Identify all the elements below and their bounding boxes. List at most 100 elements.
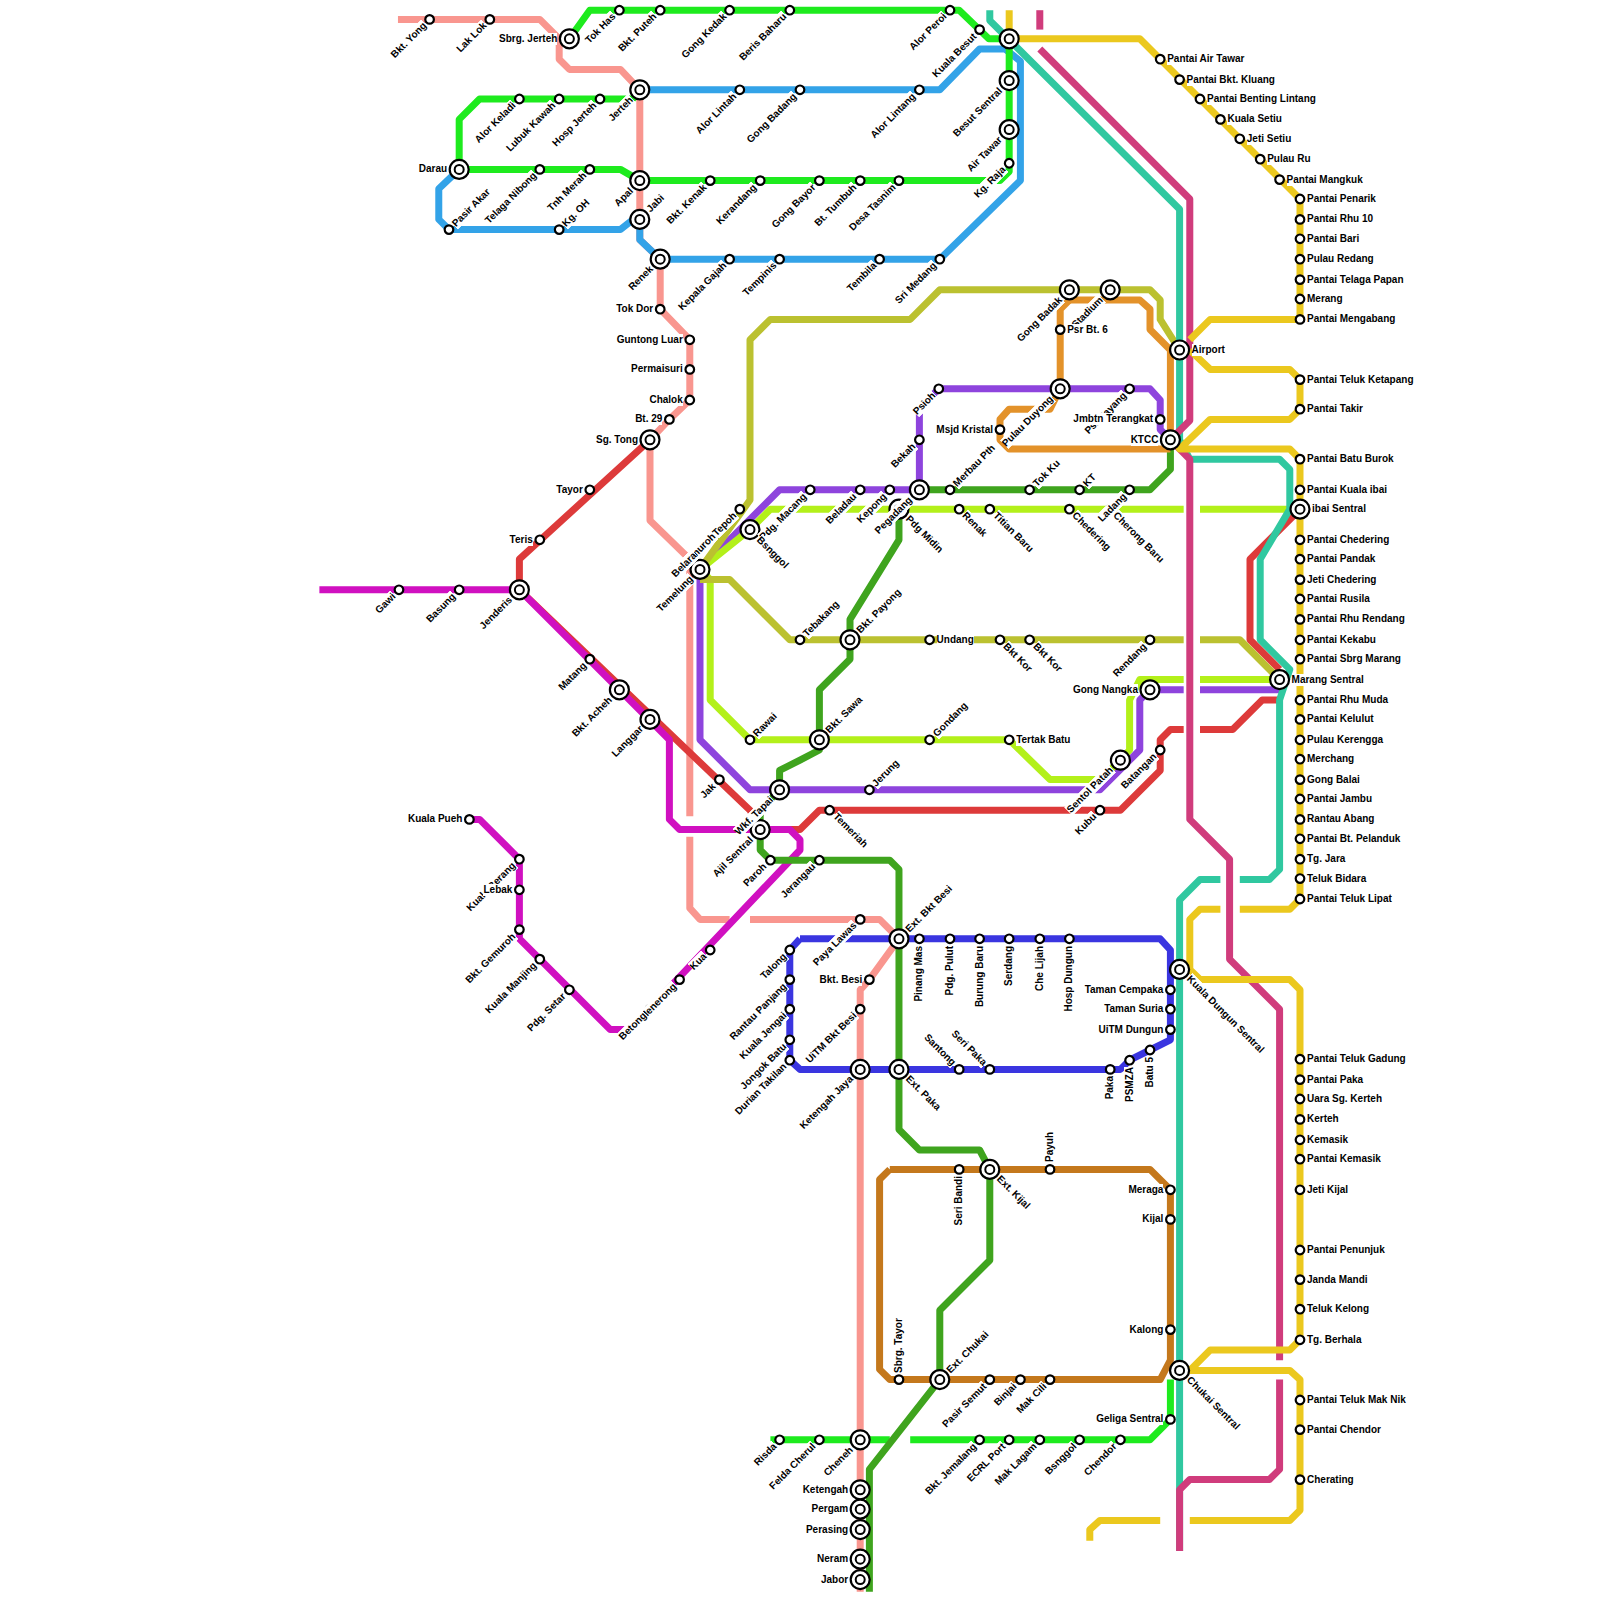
- station-name: Gong Kedak: [679, 6, 734, 61]
- station-name: Teris: [510, 534, 540, 546]
- station-name: Pdg. Macang: [757, 486, 814, 543]
- rail-line: [1200, 686, 1280, 693]
- station-name: Beris Baharu: [737, 6, 794, 63]
- rail-line: [439, 49, 1021, 259]
- station-name: Ext. Paka: [895, 1065, 943, 1113]
- station-name: Gondang: [925, 700, 969, 744]
- station-name: Kuala Pueh: [408, 813, 469, 825]
- station-name: Merchang: [1300, 753, 1354, 765]
- station-name: Alor Lintah: [693, 86, 744, 137]
- station-name: Rendang: [1111, 636, 1155, 680]
- station-name: Sri Medang: [892, 255, 944, 307]
- station-name: Permaisuri: [631, 363, 690, 375]
- station-name: Pantai Bari: [1300, 233, 1359, 245]
- rail-line: [1009, 10, 1300, 340]
- station-name: Bekah: [889, 436, 924, 471]
- station-name: Pulau Redang: [1300, 253, 1374, 265]
- station-name: Ext. Bkt Besi: [895, 883, 955, 943]
- rail-line: [760, 509, 990, 1592]
- rail-line: [700, 290, 1180, 570]
- station-name: Lebak: [483, 884, 519, 896]
- station-name: Paroh: [741, 856, 774, 889]
- station-name: Ext. Kijal: [986, 1165, 1033, 1212]
- station-name: Kerandang: [714, 176, 764, 226]
- station-name: Msjd Kristal: [936, 424, 1000, 436]
- station-name: Teluk Kelong: [1300, 1303, 1369, 1315]
- station-name: Kua: [688, 946, 715, 973]
- station-markers: [395, 6, 1310, 1589]
- station-name: Telaga Nibong: [482, 165, 544, 227]
- station-name: Pantai Takir: [1300, 403, 1363, 415]
- rail-line: [690, 837, 730, 920]
- station-name: Titian Baru: [986, 505, 1036, 555]
- rail-line: [1090, 1520, 1160, 1540]
- station-name: Jeti Kijal: [1300, 1184, 1348, 1196]
- station-name: Jmbtn Terangkat: [1073, 413, 1160, 425]
- station-name: Pdg. Pulut: [944, 939, 956, 995]
- station-name: Serdang: [1003, 939, 1015, 986]
- rail-line: [519, 440, 1183, 830]
- station-name: Gawi: [373, 586, 403, 616]
- station-name: Undang: [930, 634, 974, 646]
- station-name: Marang Sentral: [1280, 674, 1364, 686]
- rail-line: [1200, 676, 1280, 683]
- station-name: Gong Balai: [1300, 774, 1360, 786]
- station-name: Psr Payang: [1082, 385, 1134, 437]
- station-name: Pergam: [812, 1503, 861, 1515]
- station-name: Batu 5: [1144, 1050, 1156, 1088]
- station-name: Pantai Air Tawar: [1160, 53, 1244, 65]
- rail-line: [319, 590, 800, 1030]
- station-name: Pantai Rhu 10: [1300, 213, 1373, 225]
- station-name: Bkt. Puteh: [616, 6, 664, 54]
- station-name: Kerteh: [1300, 1113, 1339, 1125]
- station-name: Pantai Bkt. Kluang: [1180, 74, 1275, 86]
- station-name: Sbrg. Jerteh: [499, 33, 569, 45]
- station-name: Jenderis: [478, 586, 524, 632]
- station-name: UiTM Dungun: [1098, 1024, 1170, 1036]
- station-name: Pantai Telaga Papan: [1300, 274, 1404, 286]
- station-name: Kepala Gajah: [676, 255, 734, 313]
- station-name: Batangan: [1119, 746, 1165, 792]
- station-name: Pantai Jambu: [1300, 793, 1372, 805]
- station-name: Pantai Kuala ibai: [1300, 484, 1387, 496]
- station-name: UiTM Bkt Besi: [803, 1005, 864, 1066]
- station-name: Lak Lok: [454, 15, 494, 55]
- rail-line: [398, 19, 690, 816]
- station-name: Kalong: [1130, 1324, 1171, 1336]
- station-name: Neram: [817, 1553, 860, 1565]
- station-name: Pantai Kelulut: [1300, 713, 1374, 725]
- station-name: Chendor: [1082, 1436, 1125, 1479]
- rail-line: [1180, 1380, 1280, 1551]
- station-name: Chalok: [649, 394, 689, 406]
- station-name: Pasir Semut: [940, 1375, 994, 1429]
- station-name: Taman Cempaka: [1085, 984, 1171, 996]
- station-name: Cherong Baru: [1106, 505, 1167, 566]
- station-name: Pdg. Setar: [525, 986, 573, 1034]
- station-name: ibai Sentral: [1300, 503, 1366, 515]
- station-name: Rantau Abang: [1300, 813, 1374, 825]
- rail-line: [1200, 700, 1280, 730]
- station-name: Tebakang: [796, 598, 842, 644]
- rail-line: [1040, 49, 1280, 1360]
- station-name: Cherating: [1300, 1474, 1354, 1486]
- interchange-core: [1005, 34, 1014, 43]
- rail-line: [700, 569, 1184, 789]
- station-name: Perasing: [806, 1524, 860, 1536]
- station-name: Tg. Jara: [1300, 853, 1345, 865]
- station-name: Pantai Rusila: [1300, 593, 1370, 605]
- station-name: Bkt. Besi: [820, 974, 870, 986]
- station-name: Guntong Luar: [617, 334, 690, 346]
- station-name: Ext. Chukai: [936, 1328, 991, 1383]
- station-name: Jerteh: [606, 86, 644, 124]
- station-name: Pantai Batu Burok: [1300, 453, 1394, 465]
- station-name: Paya Lawas: [811, 915, 865, 969]
- station-name: Tempinis: [740, 255, 784, 299]
- station-name: Betong: [616, 1005, 654, 1043]
- interchange-marker: [1000, 29, 1019, 48]
- station-name: Geliga Sentral: [1096, 1413, 1170, 1425]
- station-name: Pantai Paka: [1300, 1074, 1363, 1086]
- station-name: Apal: [612, 176, 644, 208]
- station-name: Bkt. Kenak: [664, 176, 714, 226]
